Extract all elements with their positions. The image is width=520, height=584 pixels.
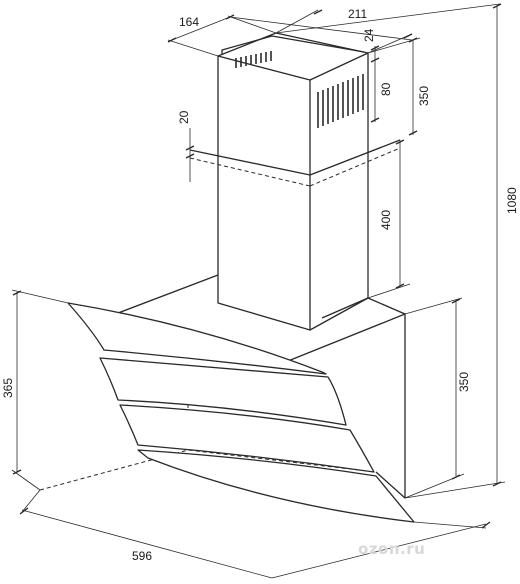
label-1080: 1080 bbox=[505, 187, 519, 214]
vent-slots-right bbox=[317, 74, 364, 128]
label-350-body: 350 bbox=[457, 372, 471, 392]
glass-panel-middle bbox=[99, 357, 347, 426]
dimension-350-body: 350 bbox=[404, 297, 471, 499]
label-24: 24 bbox=[362, 28, 376, 42]
dimension-350-upper: 350 bbox=[367, 37, 431, 136]
label-596: 596 bbox=[132, 549, 152, 563]
glass-panel-top bbox=[67, 302, 327, 375]
dimension-1080: 1080 bbox=[275, 3, 519, 499]
glass-panel-bottom bbox=[119, 404, 375, 473]
label-80: 80 bbox=[379, 82, 393, 96]
watermark: ozon.ru bbox=[358, 540, 425, 558]
label-211: 211 bbox=[348, 7, 367, 21]
vent-slots-left bbox=[235, 51, 272, 68]
label-164: 164 bbox=[179, 15, 199, 29]
label-400: 400 bbox=[379, 210, 393, 230]
glass-panels bbox=[67, 302, 415, 523]
label-20: 20 bbox=[177, 110, 191, 124]
dimension-365: 365 bbox=[1, 289, 69, 491]
dimension-400: 400 bbox=[367, 139, 411, 299]
dimension-20: 20 bbox=[177, 110, 195, 182]
chimney bbox=[189, 32, 401, 331]
dimension-596: 596 bbox=[19, 489, 491, 579]
glass-panel-lower bbox=[137, 449, 415, 523]
label-365: 365 bbox=[1, 378, 15, 398]
label-350-upper: 350 bbox=[417, 86, 431, 106]
dimension-24-80: 24 80 bbox=[362, 28, 393, 123]
dimension-211: 211 bbox=[229, 7, 413, 54]
